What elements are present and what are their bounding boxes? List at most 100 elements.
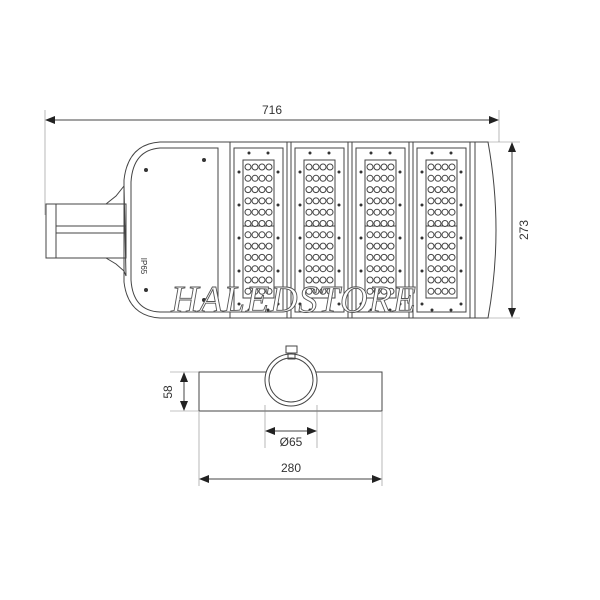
- led-icon: [366, 174, 374, 182]
- led-icon: [387, 197, 395, 205]
- led-icon: [427, 208, 435, 216]
- led-icon: [305, 220, 313, 227]
- led-icon: [427, 174, 435, 182]
- led-icon: [366, 197, 374, 205]
- led-icon: [251, 242, 259, 250]
- side-view: [198, 345, 383, 412]
- led-icon: [244, 208, 252, 216]
- led-icon: [373, 242, 381, 250]
- led-icon: [427, 231, 435, 239]
- led-icon: [366, 220, 374, 227]
- led-icon: [251, 220, 259, 227]
- led-icon: [312, 220, 320, 227]
- screw-icon: [266, 151, 270, 155]
- led-icon: [244, 174, 252, 182]
- led-icon: [441, 265, 449, 273]
- led-module: [412, 141, 471, 319]
- led-icon: [427, 287, 435, 295]
- led-icon: [312, 287, 320, 295]
- led-icon: [366, 265, 374, 273]
- led-icon: [387, 265, 395, 273]
- led-icon: [373, 287, 381, 295]
- screw-icon: [308, 308, 312, 312]
- led-icon: [427, 186, 435, 194]
- led-icon: [251, 163, 259, 171]
- height-dimension: 58: [161, 371, 199, 412]
- led-icon: [434, 276, 442, 284]
- screw-icon: [388, 151, 392, 155]
- led-icon: [373, 231, 381, 239]
- led-icon: [319, 163, 327, 171]
- led-icon: [319, 265, 327, 273]
- led-icon: [441, 197, 449, 205]
- led-icon: [427, 253, 435, 261]
- diameter-dimension: Ø65: [264, 405, 318, 449]
- led-icon: [434, 265, 442, 273]
- led-icon: [305, 276, 313, 284]
- length-label: 716: [262, 103, 282, 117]
- screw-icon: [266, 308, 270, 312]
- led-icon: [305, 208, 313, 216]
- led-icon: [427, 197, 435, 205]
- led-icon: [258, 174, 266, 182]
- led-icon: [244, 242, 252, 250]
- led-icon: [319, 287, 327, 295]
- led-icon: [373, 276, 381, 284]
- led-icon: [387, 231, 395, 239]
- led-icon: [387, 276, 395, 284]
- led-icon: [380, 276, 388, 284]
- led-icon: [251, 197, 259, 205]
- driver-housing: IP65: [123, 141, 232, 319]
- led-icon: [319, 253, 327, 261]
- led-icon: [366, 242, 374, 250]
- led-icon: [265, 242, 273, 250]
- led-icon: [434, 186, 442, 194]
- led-icon: [326, 265, 334, 273]
- led-icon: [319, 186, 327, 194]
- led-icon: [319, 242, 327, 250]
- screw-icon: [388, 308, 392, 312]
- led-icon: [326, 163, 334, 171]
- led-icon: [305, 242, 313, 250]
- led-icon: [373, 265, 381, 273]
- led-icon: [427, 242, 435, 250]
- led-icon: [319, 197, 327, 205]
- led-icon: [434, 253, 442, 261]
- led-icon: [305, 287, 313, 295]
- led-icon: [448, 163, 456, 171]
- led-icon: [380, 265, 388, 273]
- led-icon: [244, 287, 252, 295]
- led-icon: [448, 242, 456, 250]
- led-icon: [258, 287, 266, 295]
- led-icon: [312, 265, 320, 273]
- led-icon: [434, 208, 442, 216]
- led-icon: [326, 253, 334, 261]
- led-icon: [258, 242, 266, 250]
- led-icon: [265, 197, 273, 205]
- led-icon: [312, 276, 320, 284]
- led-icon: [244, 197, 252, 205]
- led-icon: [427, 220, 435, 227]
- watermark: HALEDSTORE: [170, 279, 417, 321]
- led-icon: [380, 231, 388, 239]
- led-icon: [366, 208, 374, 216]
- led-icon: [441, 242, 449, 250]
- led-icon: [244, 276, 252, 284]
- led-icon: [258, 197, 266, 205]
- led-icon: [251, 208, 259, 216]
- screw-icon: [369, 151, 373, 155]
- screw-icon: [327, 308, 331, 312]
- led-icon: [441, 186, 449, 194]
- led-icon: [251, 287, 259, 295]
- mounting-arm: [45, 184, 127, 277]
- led-icon: [258, 253, 266, 261]
- led-icon: [312, 163, 320, 171]
- led-icon: [326, 208, 334, 216]
- led-icon: [441, 231, 449, 239]
- led-icon: [380, 287, 388, 295]
- led-modules: [218, 141, 475, 319]
- led-icon: [448, 174, 456, 182]
- led-icon: [265, 186, 273, 194]
- led-icon: [434, 287, 442, 295]
